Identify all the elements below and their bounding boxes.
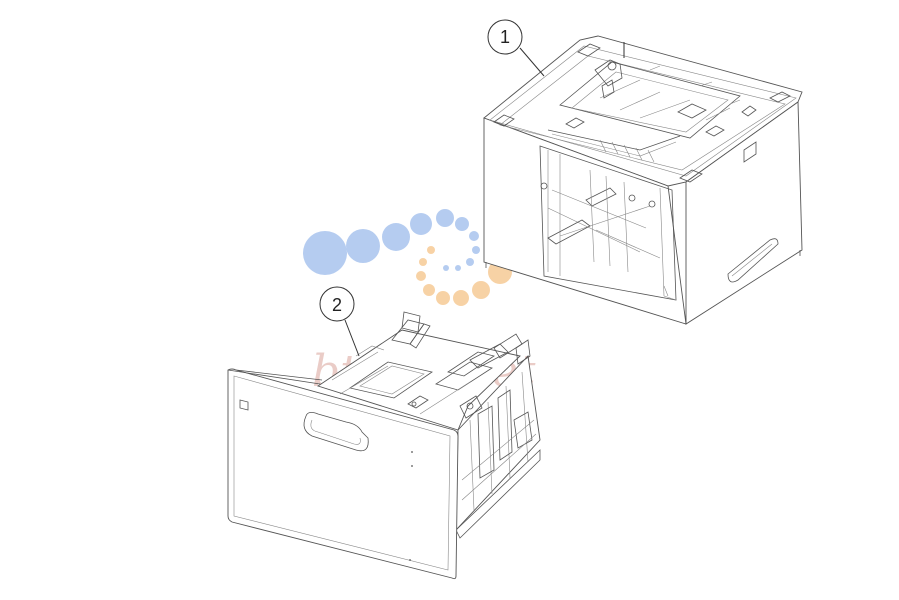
part-cabinet-base <box>483 35 803 325</box>
part-paper-drawer <box>227 311 541 580</box>
cabinet-top-mechanism <box>547 42 741 163</box>
drawer-latch-icon <box>239 399 249 411</box>
cabinet-top-face <box>483 35 803 187</box>
drawer-handle-icon <box>303 412 369 452</box>
cabinet-right-face <box>685 101 803 325</box>
callout-2-label: 2 <box>332 295 342 315</box>
drawer-front-panel <box>227 368 459 580</box>
watermark-blue-dots-icon <box>303 209 480 275</box>
cabinet-pads <box>493 43 791 183</box>
cabinet-side-handle <box>727 238 779 283</box>
drawer-guides <box>331 311 523 419</box>
callout-2: 2 <box>319 286 360 357</box>
callout-1-label: 1 <box>500 27 510 47</box>
drawer-tray-floor <box>316 329 521 431</box>
callout-1: 1 <box>487 19 545 77</box>
drawer-side-structure <box>455 339 541 539</box>
